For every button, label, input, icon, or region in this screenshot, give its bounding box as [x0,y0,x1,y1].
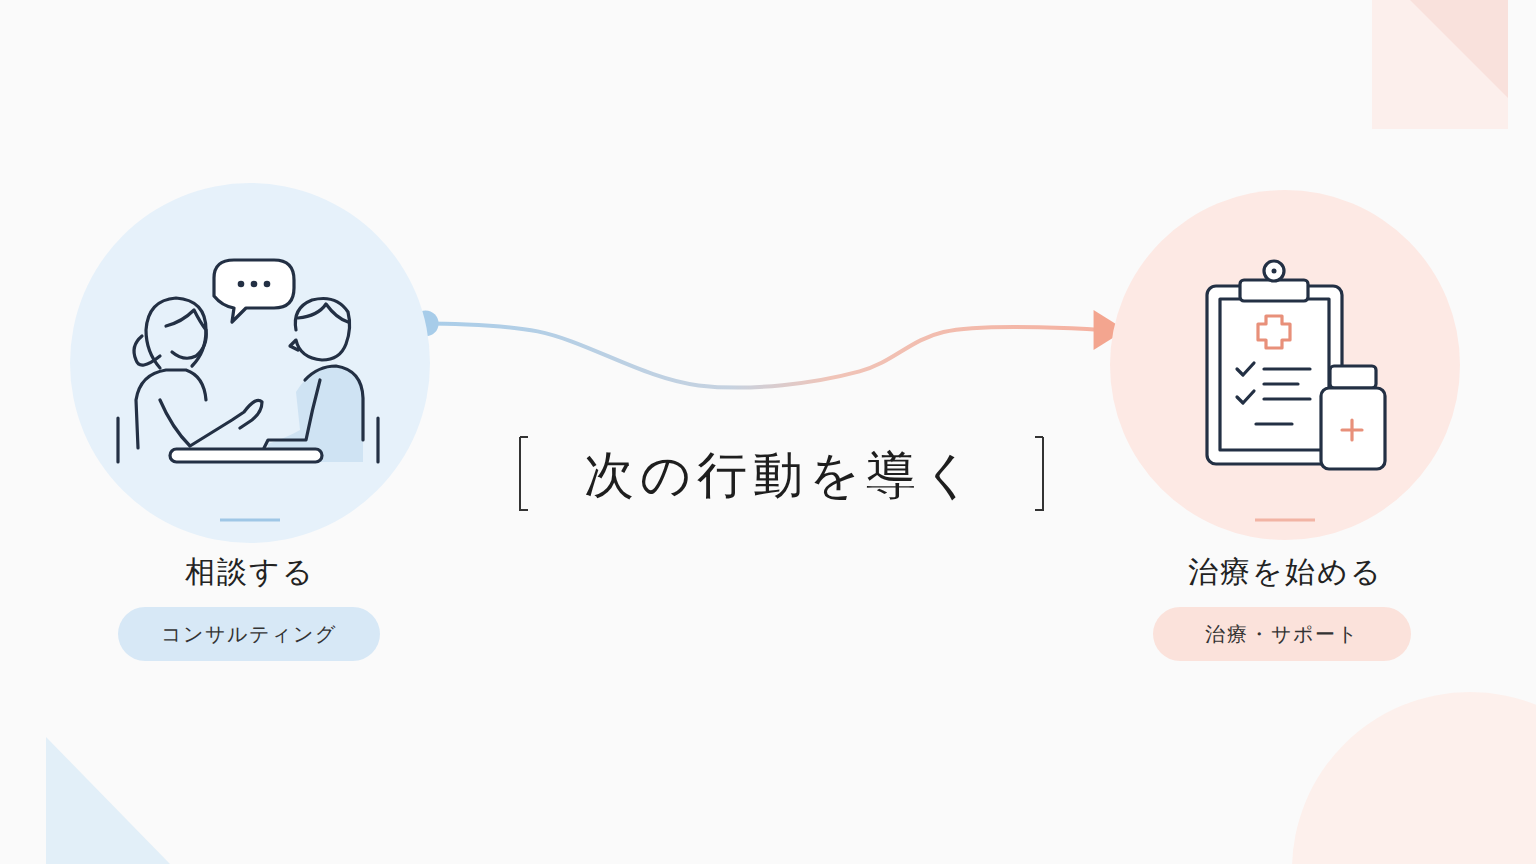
step-heading: 治療を始める [1110,554,1460,590]
woman-hair [146,298,206,368]
accent-line [1255,519,1315,522]
tag-pill: コンサルティング [118,607,380,661]
bracket [520,437,528,510]
bubble-dot [238,281,245,288]
corner-triangle [46,737,170,864]
woman-body [136,370,206,448]
corner-triangle [1410,0,1508,98]
bottle-cap [1330,366,1376,388]
corner-circle [1292,692,1536,864]
clipboard-clip [1240,280,1308,301]
bubble-dot [251,281,258,288]
speech-bubble [214,260,294,322]
woman-face [166,310,206,358]
tag-label: 治療・サポート [1205,621,1359,648]
clipboard-paper [1220,299,1329,450]
consultation-icon [118,260,378,462]
bracket [1035,437,1043,510]
connector-path [426,323,1102,387]
woman-hair [134,336,160,365]
man-arm [264,380,320,448]
step-circle: 相談する [70,183,430,543]
check-mark [1237,391,1254,403]
flow-connector [413,310,1126,388]
list-line [1264,382,1298,385]
clipboard-ring [1264,261,1284,281]
woman-arm [160,400,262,446]
bottle-cross [1342,420,1362,440]
center-title: 次の行動を導く [584,445,979,505]
tag-pill: 治療・サポート [1153,607,1411,661]
medicine-bottle [1321,388,1385,469]
list-line [1256,422,1292,425]
chair [376,418,379,462]
bubble-dot [264,281,271,288]
accent-line [220,519,280,522]
clipboard-hole [1272,269,1277,274]
step-heading: 相談する [70,554,430,590]
list-line [1264,367,1310,370]
medical-cross [1258,316,1290,348]
corner-square [1372,0,1508,129]
list-line [1264,397,1310,400]
check-mark [1237,363,1254,375]
chair [116,418,119,462]
man-hair [298,304,348,322]
man-head [290,299,350,361]
table [170,449,322,462]
tag-label: コンサルティング [161,621,337,648]
treatment-icon [1207,261,1385,469]
